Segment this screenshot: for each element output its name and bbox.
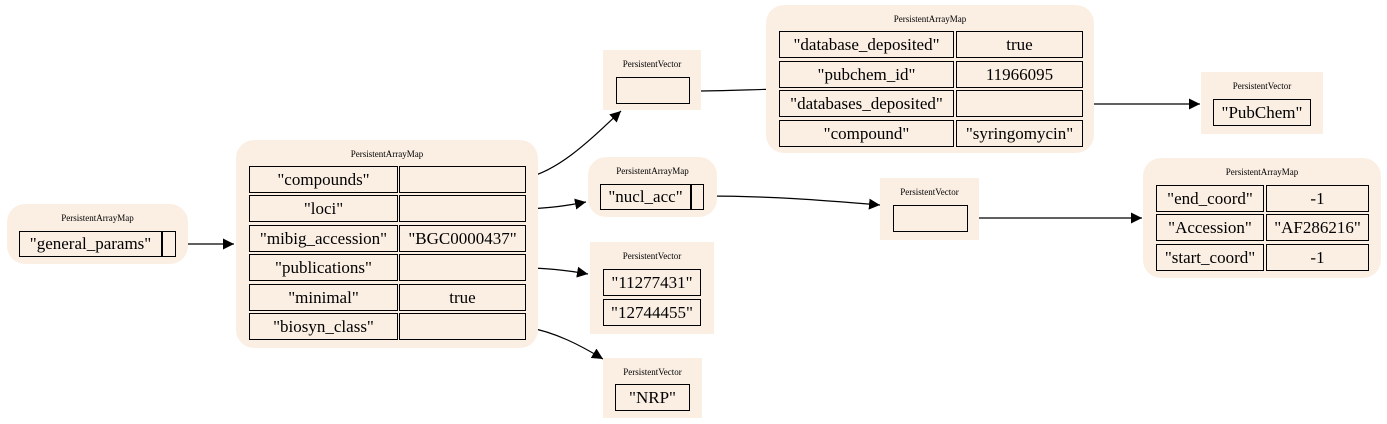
compounds-vector-cluster: PersistentVector <box>603 50 701 110</box>
row-value-biosyn-class <box>399 313 526 340</box>
row-value-compounds <box>399 166 526 193</box>
cluster-title: PersistentArrayMap <box>616 166 689 176</box>
cluster-title: PersistentVector <box>900 187 959 197</box>
nucl-acc-vector-item-cell <box>893 205 968 232</box>
nucl-acc-vector-cluster: PersistentVector <box>880 178 979 240</box>
cluster-title: PersistentArrayMap <box>61 213 134 223</box>
row-key-compounds: "compounds" <box>249 166 398 193</box>
main-map-cluster: PersistentArrayMap "compounds" "loci" "m… <box>236 140 538 348</box>
row-key-compound: "compound" <box>779 120 954 147</box>
row-key-databases-deposited: "databases_deposited" <box>779 90 954 117</box>
accession-map-cluster: PersistentArrayMap "end_coord" -1 "Acces… <box>1143 158 1381 278</box>
cluster-title: PersistentArrayMap <box>350 149 424 159</box>
row-value-databases-deposited <box>956 90 1083 117</box>
publications-vector-cluster: PersistentVector "11277431" "12744455" <box>590 242 714 334</box>
databases-vector-cluster: PersistentVector "PubChem" <box>1201 72 1323 134</box>
cluster-title: PersistentVector <box>1232 81 1292 91</box>
compounds-vector-item-cell <box>616 77 690 104</box>
row-value-loci <box>399 195 526 222</box>
row-value-database-deposited: true <box>956 31 1083 58</box>
row-value-start-coord: -1 <box>1266 244 1369 271</box>
row-value-mibig-accession: "BGC0000437" <box>399 225 526 252</box>
general-params-map-cluster: PersistentArrayMap "general_params" <box>7 204 188 264</box>
vector-item-publication-2: "12744455" <box>603 299 701 326</box>
cluster-title: PersistentVector <box>622 59 682 69</box>
cluster-title: PersistentArrayMap <box>1225 167 1299 177</box>
row-key-database-deposited: "database_deposited" <box>779 31 954 58</box>
edge-nucl-acc-to-vector <box>703 195 881 210</box>
row-value-end-coord: -1 <box>1266 185 1369 212</box>
edge-vector-to-compound-map <box>689 83 779 95</box>
vector-item-nrp: "NRP" <box>615 384 690 411</box>
row-key-pubchem-id: "pubchem_id" <box>779 61 954 88</box>
loci-map-cluster: PersistentArrayMap "nucl_acc" <box>588 157 717 217</box>
cluster-title: PersistentVector <box>622 251 682 261</box>
nucl-acc-key-cell: "nucl_acc" <box>600 184 691 210</box>
row-value-compound: "syringomycin" <box>956 120 1083 147</box>
row-key-mibig-accession: "mibig_accession" <box>249 225 398 252</box>
row-key-end-coord: "end_coord" <box>1156 185 1264 212</box>
row-key-biosyn-class: "biosyn_class" <box>249 313 398 340</box>
cluster-title: PersistentArrayMap <box>893 14 967 24</box>
general-params-value-cell <box>162 231 176 257</box>
compound-map-cluster: PersistentArrayMap "database_deposited" … <box>766 5 1094 153</box>
row-value-publications <box>399 254 526 281</box>
nucl-acc-value-cell <box>691 184 704 210</box>
row-key-publications: "publications" <box>249 254 398 281</box>
row-value-minimal: true <box>399 284 526 311</box>
biosyn-vector-cluster: PersistentVector "NRP" <box>603 358 702 418</box>
vector-item-pubchem: "PubChem" <box>1213 99 1311 126</box>
general-params-key-cell: "general_params" <box>19 231 162 257</box>
vector-item-publication-1: "11277431" <box>603 269 701 296</box>
row-value-accession: "AF286216" <box>1266 214 1369 241</box>
cluster-title: PersistentVector <box>623 367 682 377</box>
row-value-pubchem-id: 11966095 <box>956 61 1083 88</box>
row-key-loci: "loci" <box>249 195 398 222</box>
row-key-start-coord: "start_coord" <box>1156 244 1264 271</box>
row-key-minimal: "minimal" <box>249 284 398 311</box>
row-key-accession: "Accession" <box>1156 214 1264 241</box>
